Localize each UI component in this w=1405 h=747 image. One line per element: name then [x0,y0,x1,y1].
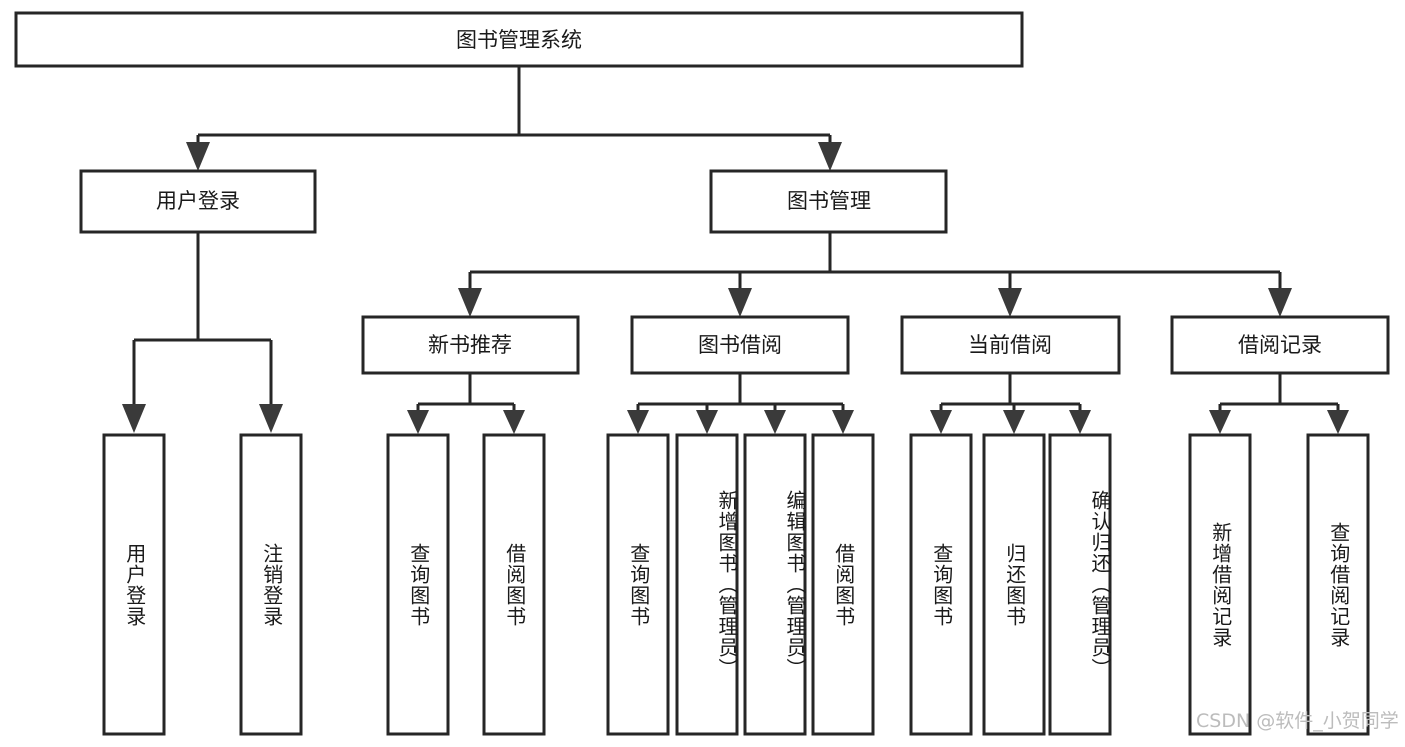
arrow-to-leaf-logout [259,404,283,433]
arrow-to-leaf-borrow-book [832,410,854,434]
arrow-to-book-management [818,142,842,171]
arrow-to-leaf-query-books-current [930,410,952,434]
arrow-to-book-borrow [728,288,752,317]
node-book-borrow-box[interactable] [630,315,850,375]
node-leaf-borrow-book-box[interactable] [811,433,875,736]
node-book-borrow-label: 图书借阅 [698,333,782,357]
node-leaf-logout-box[interactable] [239,433,303,736]
node-layer: 图书管理系统 用户登录 图书管理 新书推荐 图书借阅 当前借阅 借阅记录 [14,11,1390,736]
arrow-to-leaf-query-borrow-record [1327,410,1349,434]
node-leaf-query-books-rec-box[interactable] [386,433,450,736]
node-leaf-borrow-books-rec-box[interactable] [482,433,546,736]
node-leaf-confirm-return-admin-box[interactable] [1048,433,1112,736]
node-leaf-add-book-admin-box[interactable] [675,433,739,736]
node-new-book-recommend-box[interactable] [361,315,580,375]
node-borrow-records-box[interactable] [1170,315,1390,375]
arrow-to-new-book [458,288,482,317]
node-leaf-add-borrow-record-box[interactable] [1188,433,1252,736]
node-leaf-query-borrow-record-box[interactable] [1306,433,1370,736]
arrow-to-user-login [186,142,210,171]
node-book-management-label: 图书管理 [787,189,871,213]
node-user-login-label: 用户登录 [156,189,240,213]
node-user-login-box[interactable] [79,169,317,234]
node-leaf-query-books-current-box[interactable] [909,433,973,736]
arrow-to-leaf-user-login [122,404,146,433]
node-leaf-user-login-box[interactable] [102,433,166,736]
node-leaf-query-books-borrow-box[interactable] [606,433,670,736]
arrow-to-current-borrow [998,288,1022,317]
arrow-to-leaf-query-books-borrow [627,410,649,434]
node-new-book-recommend-label: 新书推荐 [428,333,512,357]
node-current-borrow-box[interactable] [900,315,1121,375]
arrowhead-layer [122,142,1349,434]
node-borrow-records-label: 借阅记录 [1238,333,1322,357]
arrow-to-borrow-records [1268,288,1292,317]
arrow-to-leaf-query-books-rec [407,410,429,434]
node-root-box[interactable] [14,11,1024,68]
arrow-to-leaf-return-book [1003,410,1025,434]
arrow-to-leaf-add-borrow-record [1209,410,1231,434]
node-leaf-edit-book-admin-box[interactable] [743,433,807,736]
arrow-to-leaf-add-book-admin [696,410,718,434]
arrow-to-leaf-edit-book-admin [764,410,786,434]
node-current-borrow-label: 当前借阅 [968,333,1052,357]
csdn-watermark: CSDN @软件_小贺同学 [1196,710,1399,732]
node-leaf-return-book-box[interactable] [982,433,1046,736]
node-root-label: 图书管理系统 [456,28,582,52]
arrow-to-leaf-borrow-books-rec [503,410,525,434]
arrow-to-leaf-confirm-return-admin [1069,410,1091,434]
node-book-management-box[interactable] [709,169,948,234]
